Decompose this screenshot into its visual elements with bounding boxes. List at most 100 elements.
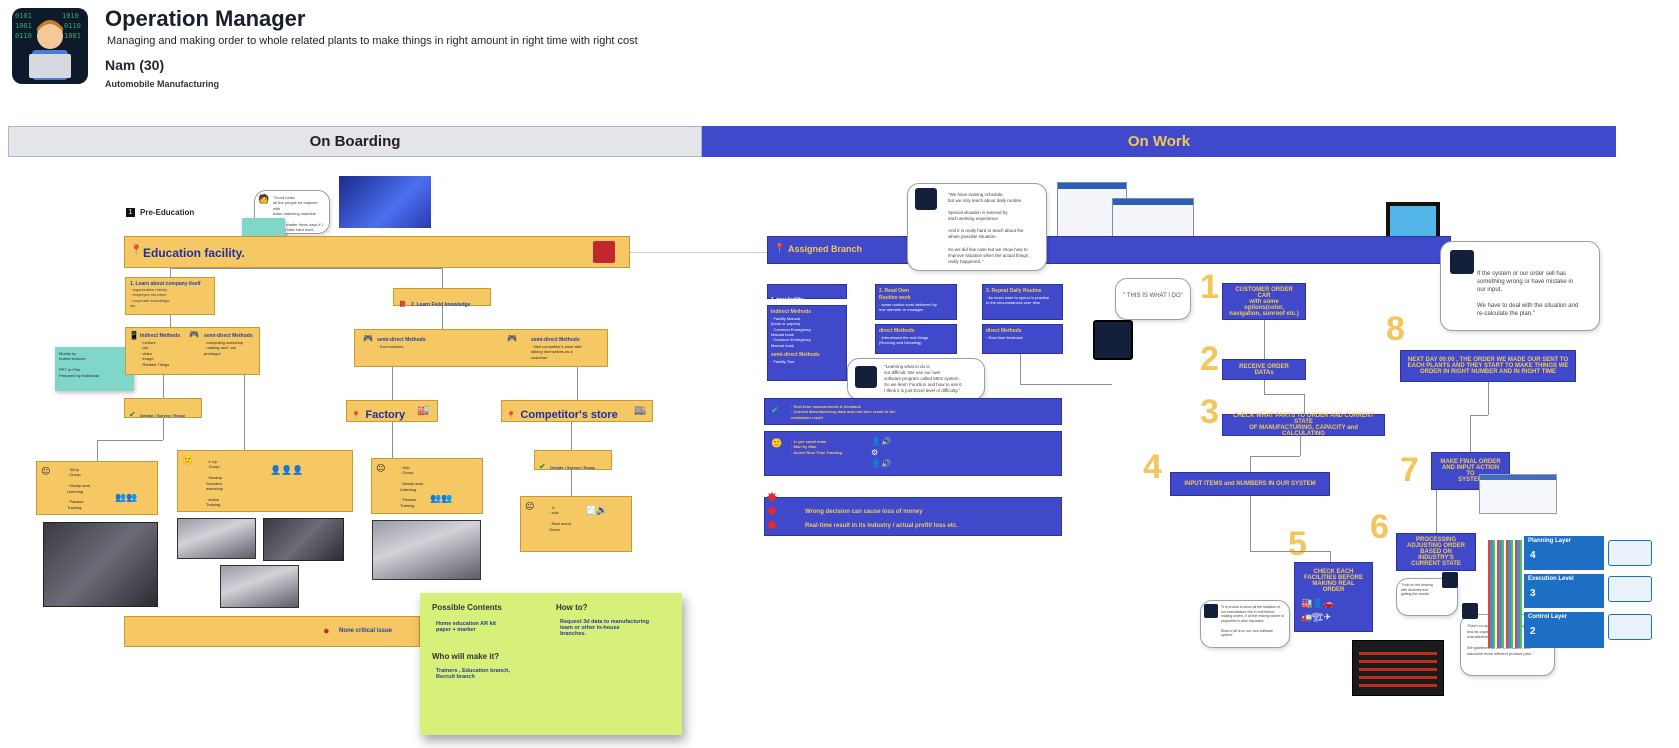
indirect-methods-card[interactable]: Indirect Methods · Facility Manual (book…: [767, 305, 847, 381]
competitor-card[interactable]: 📍 Competitor's store 🏬: [501, 400, 653, 422]
planning-side-box: [1608, 540, 1652, 566]
connector-line: [1020, 384, 1112, 385]
none-critical-bar[interactable]: ✸ None critical issue: [124, 616, 420, 647]
connector-line: [1250, 456, 1300, 457]
step-card-3[interactable]: CHECK WHAT PARTS TO ORDER AND CURRENT ST…: [1222, 413, 1385, 437]
daily-routine-card[interactable]: 3. Repeat Daily Routine · As much want t…: [982, 284, 1063, 320]
semi-direct-tour-items: · Tour factories: [377, 344, 404, 349]
methods-box-edu[interactable]: 📱 Indirect Methods · Lecture · ppt · vid…: [125, 327, 260, 375]
debate-label: Debate / Survey / Essay: [550, 465, 596, 470]
execution-layer-box: Execution Level 3: [1524, 574, 1604, 608]
connector-line: [392, 422, 393, 458]
warning-line-1: Wrong decision can cause loss of money: [805, 509, 923, 515]
guest-icon: 🧾🔊: [585, 505, 608, 515]
daily-routine-title: 3. Repeat Daily Routine: [986, 288, 1042, 294]
step-number-5: 5: [1288, 525, 1307, 563]
connector-line: [1300, 436, 1301, 456]
step-card-7[interactable]: MAKE FINAL ORDER AND INPUT ACTION TO SYS…: [1431, 452, 1510, 490]
step-card-8[interactable]: NEXT DAY 00:00 , THE ORDER WE MADE OUR S…: [1400, 350, 1576, 382]
svg-text:0110: 0110: [15, 32, 32, 40]
pin-icon: 📍: [130, 245, 143, 256]
planning-layer-label: Planning Layer: [1528, 538, 1572, 544]
group-card-d[interactable]: 😐 · 1r · solo · Real mood Guest 🧾🔊: [520, 496, 632, 552]
connector-line: [170, 315, 171, 327]
connector-line: [170, 268, 442, 269]
connector-line: [1264, 380, 1265, 394]
sticky-contents-value: Home education AR kit paper + marker: [436, 621, 496, 633]
person-avatar-icon: [1450, 250, 1474, 274]
step-card-5-text: CHECK EACH FACILITIES BEFORE MAKING REAL…: [1303, 569, 1363, 593]
check-icon: ✔: [129, 410, 136, 419]
group-card-d-text: · 1r · solo · Real mood Guest: [549, 505, 571, 532]
semi-direct-methods-items: · computing workshop · making own" car p…: [204, 340, 244, 356]
group-card-b-text: · 6 Up · Group · Heakup Scenario worksho…: [206, 459, 224, 508]
workshop-photo-3: [220, 565, 299, 608]
factory-card[interactable]: 📍 Factory 🏭: [346, 400, 438, 422]
learn-company-card[interactable]: 1. Learn about company itself · organiza…: [125, 277, 215, 315]
education-facility-bar[interactable]: 📍 Education facility.: [124, 236, 630, 268]
execution-layer-number: 3: [1530, 588, 1536, 599]
pin-icon: 📍: [351, 411, 361, 420]
assigned-branch-bar[interactable]: 📍 Assigned Branch: [767, 236, 1451, 264]
warning-row[interactable]: Wrong decision can cause loss of money R…: [764, 497, 1062, 536]
connector-line: [1250, 551, 1330, 552]
group-card-a[interactable]: 😐 · 30Up · Group · Mostly seat, Listenin…: [36, 461, 158, 515]
methods-box-field[interactable]: 🎮 semi-direct Methods · Tour factories 🎮…: [354, 329, 608, 367]
control-layer-box: Control Layer 2: [1524, 612, 1604, 648]
sticky-how-value: Request 3d data to manufacturing team or…: [560, 619, 649, 637]
phase-onboarding[interactable]: On Boarding: [8, 126, 702, 157]
facility-icons: 🏭👤🚗🚛🏗✈: [1301, 598, 1335, 622]
debate-card-edu[interactable]: ✔ Debate / Survey / Essay: [124, 398, 202, 419]
debate-card-comp[interactable]: ✔ Debate / Survey / Essay: [534, 450, 612, 471]
check-icon: ✔: [771, 405, 779, 415]
group-card-b[interactable]: 🙂 · 6 Up · Group · Heakup Scenario works…: [177, 450, 353, 512]
phase-onwork[interactable]: On Work: [702, 126, 1616, 157]
person-icon: 🧑: [258, 194, 270, 204]
control-layer-number: 2: [1530, 626, 1536, 637]
step-card-1[interactable]: CUSTOMER ORDER CAR with some options(col…: [1222, 283, 1306, 320]
semi-direct-tour-title: semi-direct Methods: [377, 337, 426, 343]
sticky-who-heading: Who will make it?: [432, 652, 500, 661]
pin-icon: 📍: [506, 411, 516, 420]
learn-company-title: 1. Learn about company itself: [130, 281, 201, 287]
sticky-who-value: Trainers , Education branch, Recruit bra…: [436, 668, 510, 680]
connector-line: [571, 422, 572, 450]
order-app-screenshot: [1479, 474, 1557, 514]
quote-system-error: If the system or our order sell has some…: [1440, 241, 1600, 331]
persona-title: Operation Manager: [105, 6, 306, 31]
step-card-2[interactable]: RECEIVE ORDER DATAs: [1222, 359, 1306, 380]
tablet-icon: 📱: [129, 331, 139, 340]
step-card-6[interactable]: PROCESSING ADJUSTING ORDER BASED ON INDU…: [1396, 533, 1476, 571]
none-critical-label: None critical issue: [339, 628, 393, 634]
routine-work-card[interactable]: 2. Read Own Routine work · some routine …: [875, 284, 957, 320]
onwork-indirect-items: · Facility Manual (book or papers) · Com…: [771, 315, 812, 348]
person-avatar-icon: [855, 366, 877, 388]
step-card-4[interactable]: INPUT ITEMS and NUMBERS IN OUR SYSTEM: [1170, 472, 1330, 496]
feedback-row[interactable]: ✔ · Real time measurement & feedback · C…: [764, 398, 1062, 425]
direct-methods-card-1[interactable]: direct Methods · Interviewed the real th…: [875, 324, 957, 354]
direct-methods-card-2[interactable]: direct Methods · Real time feedback: [982, 324, 1063, 354]
pre-education-index: 1: [126, 208, 135, 217]
ideas-sticky-note[interactable]: Possible Contents Home education AR kit …: [420, 593, 682, 735]
learn-field-card[interactable]: 📕 2. Learn Field knowledge: [393, 288, 491, 308]
step-number-1: 1: [1200, 268, 1219, 306]
training-row[interactable]: 🙂 · 1r per small team · Man by Man · Act…: [764, 431, 1062, 476]
planning-layer-number: 4: [1530, 550, 1536, 561]
gamepad-icon: 🎮: [363, 334, 373, 343]
face-icon: 😐: [525, 501, 535, 511]
isometric-factory-image: [339, 176, 431, 228]
svg-text:1001: 1001: [64, 32, 81, 40]
tour-facility-card[interactable]: 1. tour facility: [767, 284, 847, 303]
control-layer-label: Control Layer: [1528, 614, 1568, 620]
connector-line: [163, 418, 164, 440]
connector-line: [1330, 551, 1331, 562]
person-avatar-icon: [915, 188, 937, 210]
connector-line: [630, 252, 772, 253]
connector-line: [442, 268, 443, 288]
step-card-5[interactable]: CHECK EACH FACILITIES BEFORE MAKING REAL…: [1294, 562, 1373, 632]
smile-icon: 🙂: [771, 438, 783, 448]
training-row-text: · 1r per small team · Man by Man · Activ…: [791, 439, 842, 455]
group-card-c[interactable]: 😐 · 6Up · Group · Mostly seat, Listening…: [371, 458, 483, 514]
production-led-board: [1352, 640, 1444, 696]
